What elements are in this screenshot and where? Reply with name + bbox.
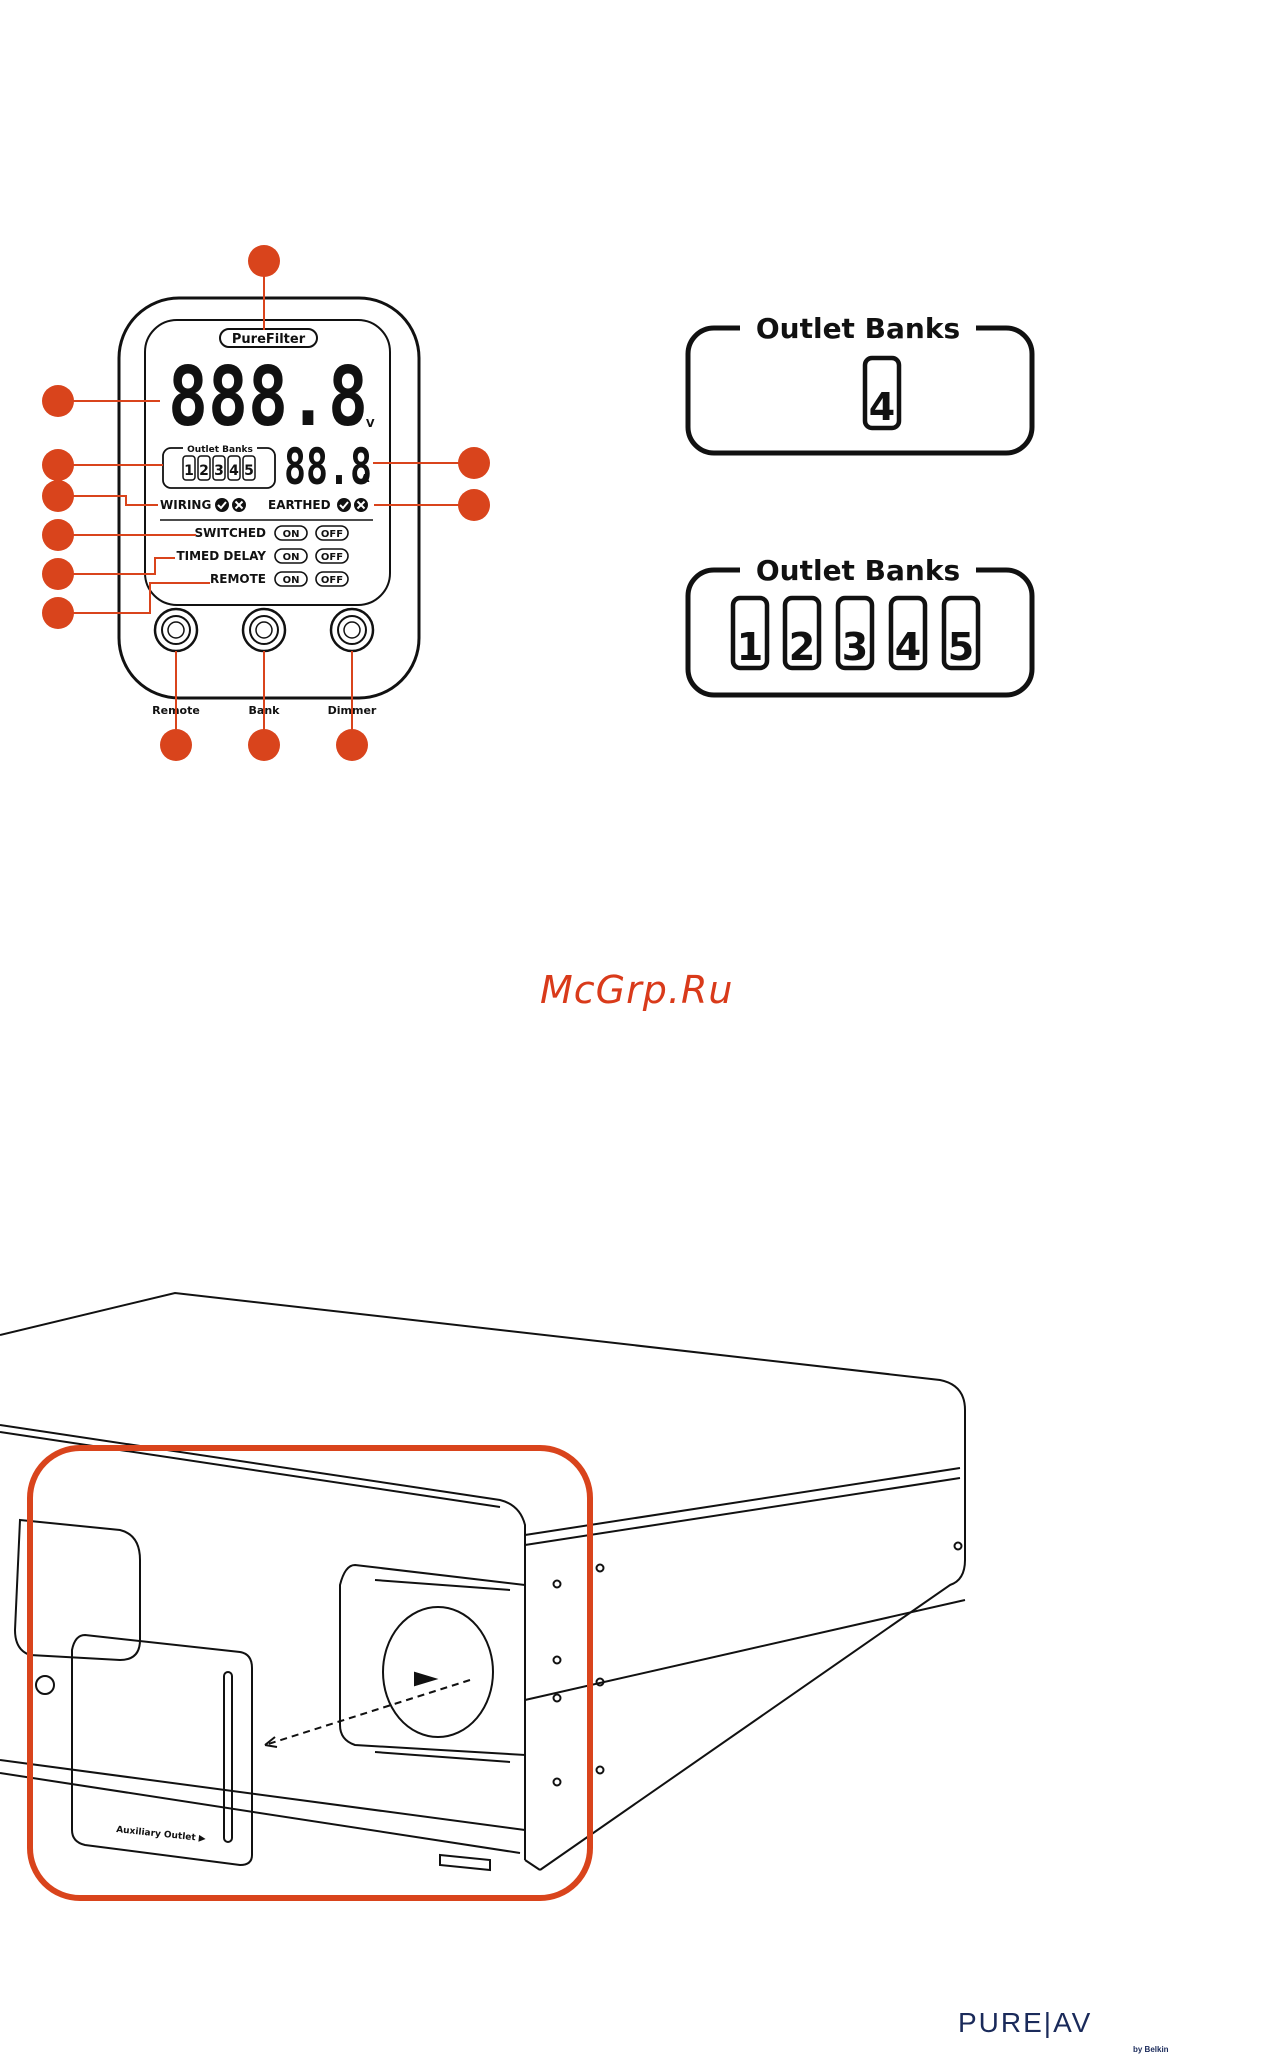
device-illustration	[0, 1293, 965, 1870]
wiring-label: WIRING	[160, 498, 211, 512]
brand-label: PureFilter	[232, 332, 306, 347]
current-readout: 88.8	[284, 438, 372, 496]
callout-marker-voltage	[42, 385, 74, 417]
current-unit: A	[361, 472, 370, 485]
aux-outlet-label: Auxiliary Outlet ▶	[116, 1825, 206, 1844]
switched-on: ON	[283, 529, 300, 540]
callout-marker-earthed	[458, 489, 490, 521]
remote-status-label: REMOTE	[210, 572, 266, 586]
on-off-indicators: ON OFF ON OFF ON OFF	[275, 526, 348, 586]
callout-marker-banks	[42, 449, 74, 481]
mini-bank-boxes: 1 2 3 4 5	[183, 456, 255, 480]
earthed-check-icon	[337, 498, 351, 512]
timed-on: ON	[283, 552, 300, 563]
all-title: Outlet Banks	[756, 554, 960, 587]
front-panel: PureFilter 888.8 V Outlet Banks 1 2 3 4 …	[119, 298, 419, 717]
callout-marker-bank-button	[248, 729, 280, 761]
all-bank-3: 3	[842, 625, 868, 669]
callout-marker-brand	[248, 245, 280, 277]
voltage-readout: 888.8	[168, 350, 368, 445]
all-bank-1: 1	[737, 625, 763, 669]
mini-bank-1: 1	[184, 463, 194, 479]
mini-bank-3: 3	[214, 463, 224, 479]
callout-marker-current	[458, 447, 490, 479]
dimmer-button[interactable]	[331, 609, 373, 651]
callout-markers	[42, 245, 490, 761]
brand-logo: PURE|AV	[958, 2007, 1092, 2039]
callout-marker-remote-status	[42, 597, 74, 629]
callout-marker-wiring	[42, 480, 74, 512]
outlet-banks-all: Outlet Banks 1 2 3 4 5	[688, 552, 1032, 695]
timed-off: OFF	[321, 552, 343, 563]
all-bank-5: 5	[948, 625, 974, 669]
brand-logo-sub: by Belkin	[1133, 2045, 1169, 2054]
mini-bank-5: 5	[244, 463, 254, 479]
earthed-label: EARTHED	[268, 498, 331, 512]
mini-outlet-banks-label: Outlet Banks	[187, 445, 253, 455]
callout-marker-remote-button	[160, 729, 192, 761]
single-bank-number: 4	[869, 385, 895, 429]
wiring-check-icon	[215, 498, 229, 512]
mini-bank-4: 4	[229, 463, 239, 479]
bank-button[interactable]	[243, 609, 285, 651]
remote-on: ON	[283, 575, 300, 586]
switched-off: OFF	[321, 529, 343, 540]
all-bank-4: 4	[895, 625, 921, 669]
remote-button[interactable]	[155, 609, 197, 651]
outlet-banks-single: Outlet Banks 4	[688, 310, 1032, 453]
highlight-frame	[30, 1448, 590, 1898]
voltage-unit: V	[366, 417, 375, 430]
timed-delay-label: TIMED DELAY	[176, 549, 266, 563]
watermark: McGrp.Ru	[540, 968, 733, 1012]
callout-marker-timed	[42, 558, 74, 590]
single-title: Outlet Banks	[756, 312, 960, 345]
all-bank-2: 2	[789, 625, 815, 669]
remote-off: OFF	[321, 575, 343, 586]
callout-marker-switched	[42, 519, 74, 551]
callout-marker-dimmer-button	[336, 729, 368, 761]
switched-label: SWITCHED	[194, 526, 266, 540]
mini-bank-2: 2	[199, 463, 209, 479]
